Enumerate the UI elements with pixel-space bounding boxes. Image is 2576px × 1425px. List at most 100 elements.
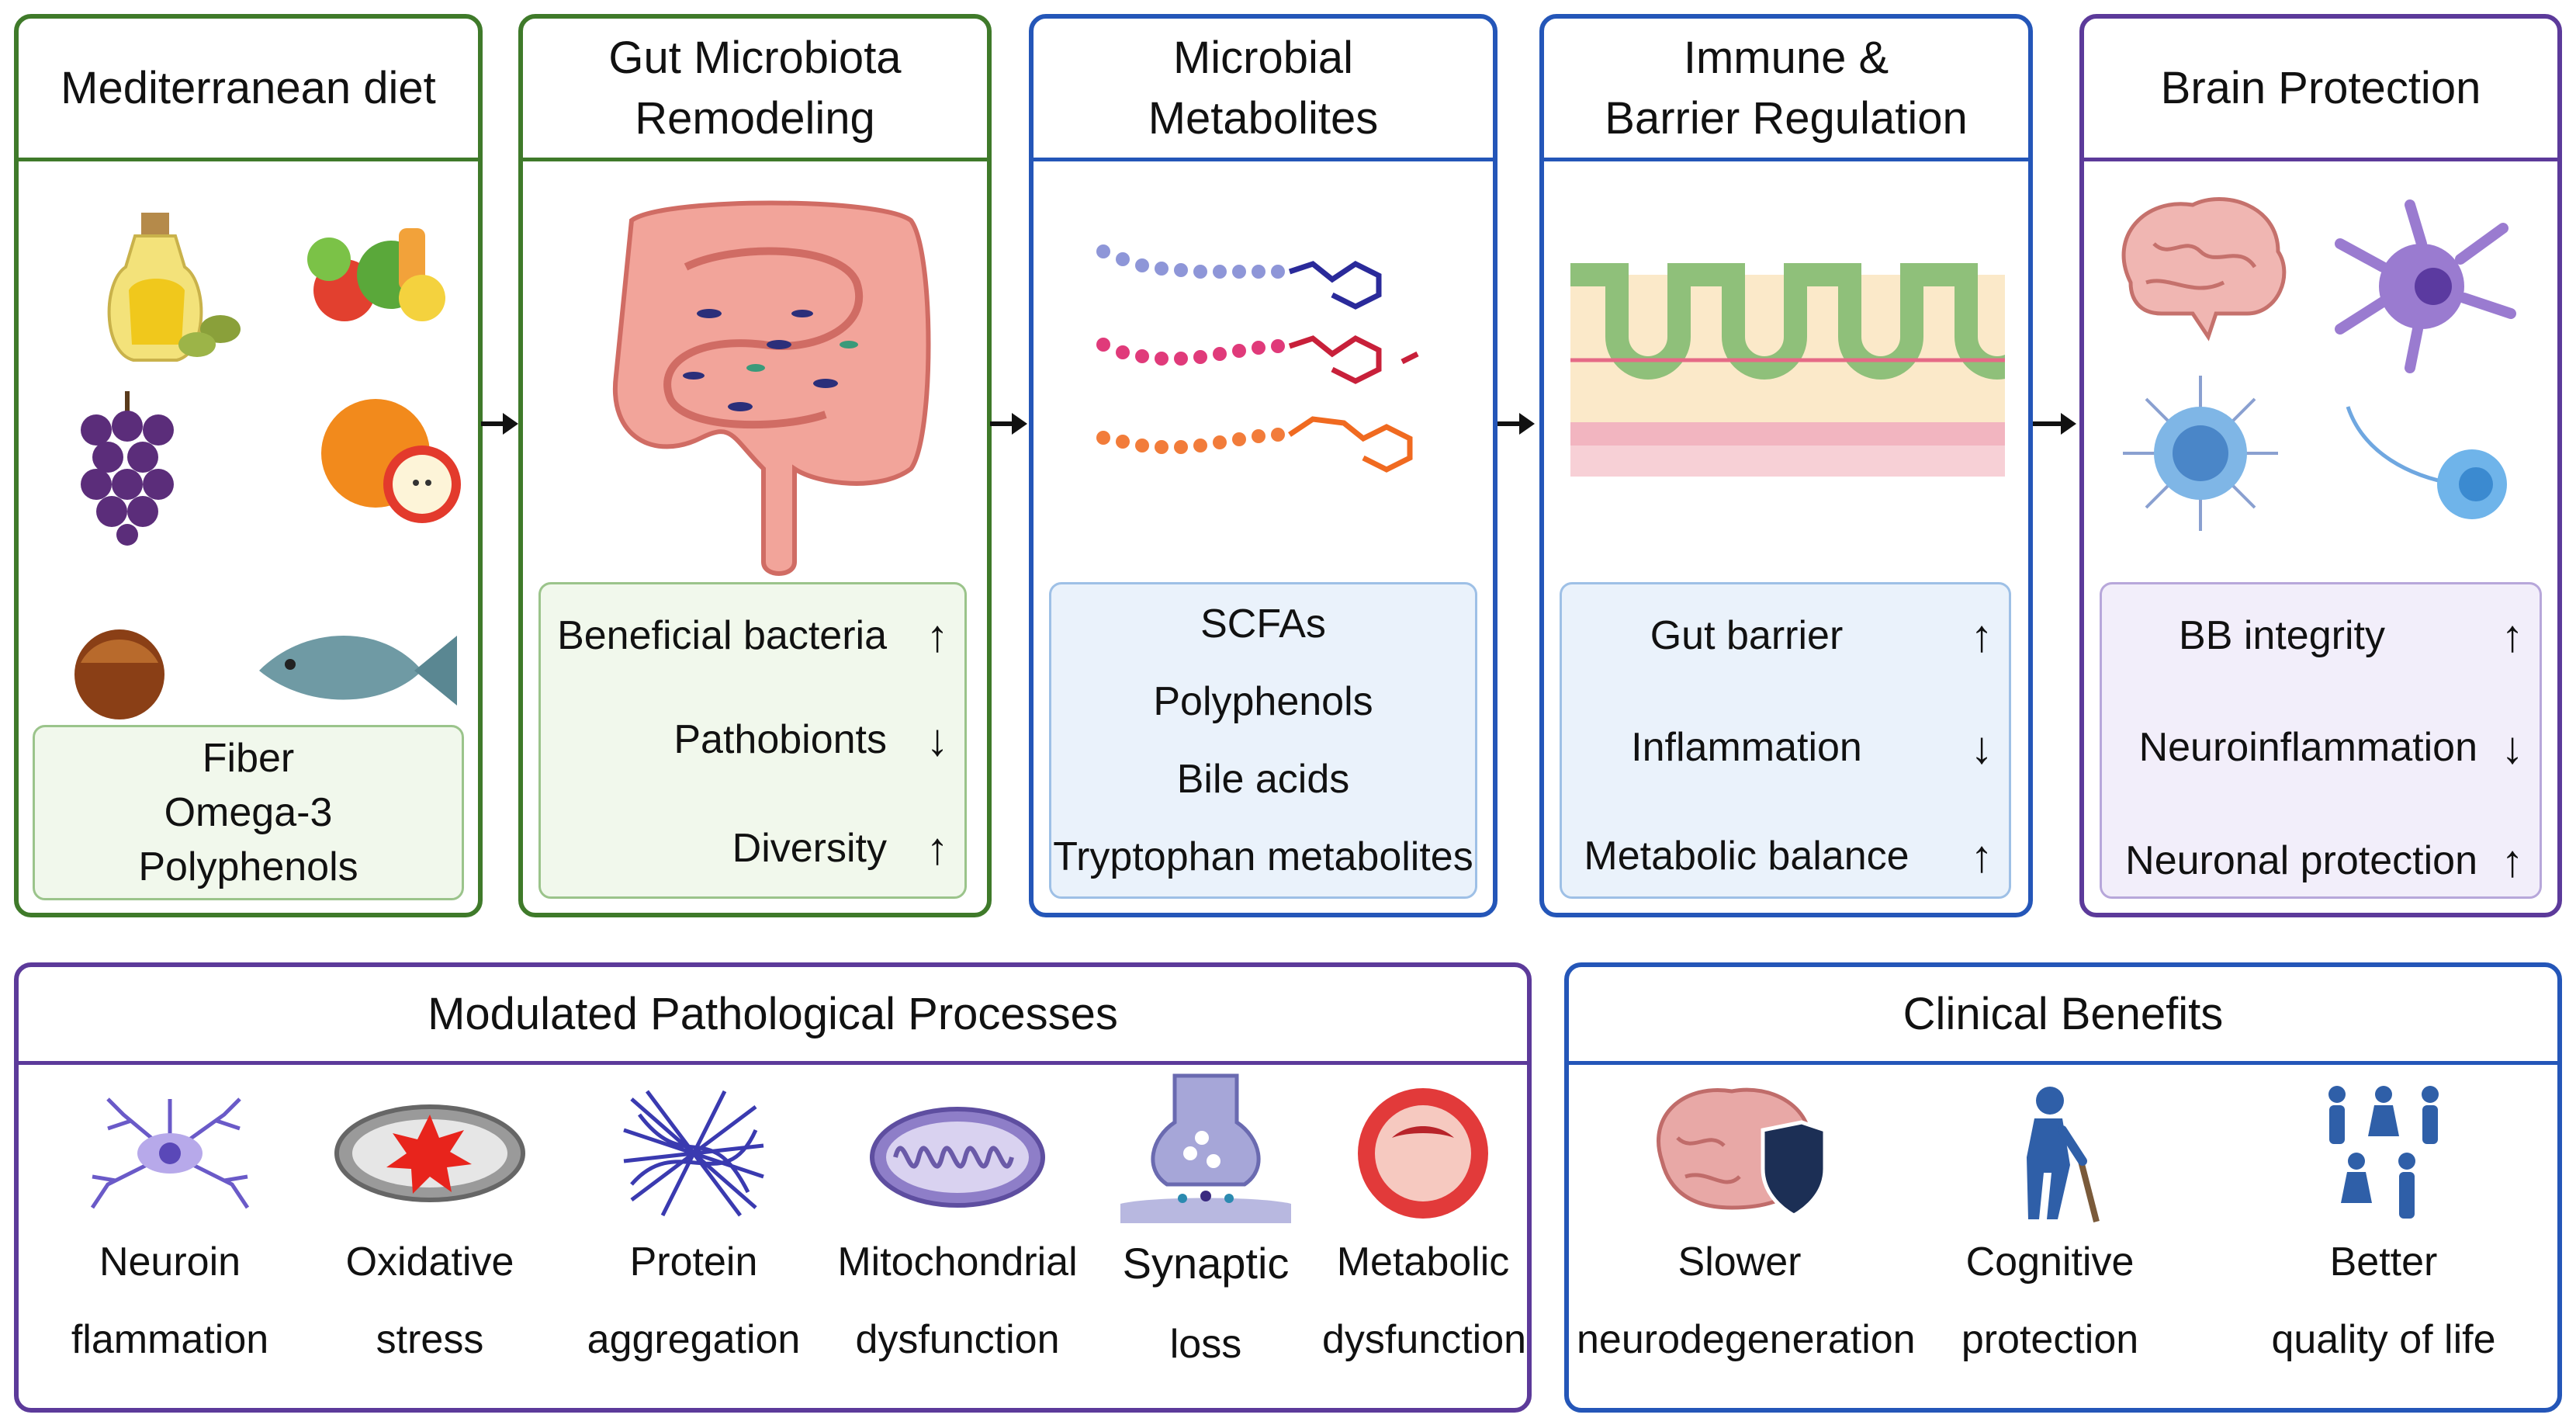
process-label-line1: Protein xyxy=(629,1240,758,1285)
benefit-label-line1: Better xyxy=(2329,1240,2438,1285)
row-inflammation: Inflammation ↓ xyxy=(1562,716,2009,778)
flow-arrow-icon xyxy=(2033,413,2076,435)
elderly-person-icon xyxy=(2027,1087,2100,1222)
panel-header: Microbial Metabolites xyxy=(1034,19,1493,161)
process-label-line2: dysfunction xyxy=(1322,1317,1527,1362)
blood-vessel-icon xyxy=(1358,1088,1488,1219)
process-label-line2: aggregation xyxy=(587,1317,801,1362)
process-label-line1: Oxidative xyxy=(345,1240,514,1285)
panel-header: Clinical Benefits xyxy=(1569,967,2557,1065)
arrow-up-icon: ↑ xyxy=(2501,610,2524,661)
row-neuroinflammation: Neuroinflammation ↓ xyxy=(2102,716,2540,778)
panel-title-line2: Metabolites xyxy=(1148,92,1379,144)
row-pathobionts: Pathobionts ↓ xyxy=(541,709,964,771)
row-neuronal-protection: Neuronal protection ↑ xyxy=(2102,830,2540,892)
row-label: Neuroinflammation xyxy=(2138,725,2477,770)
metabolite-bile-acids: Bile acids xyxy=(1176,757,1350,802)
protein-tangle-icon xyxy=(623,1090,764,1217)
metabolite-polyphenols: Polyphenols xyxy=(1153,679,1373,724)
row-label: Gut barrier xyxy=(1650,613,1844,658)
panel-clinical-benefits: Clinical Benefits Slower neurodegenerati… xyxy=(1564,962,2562,1413)
microglia-icon xyxy=(2335,199,2516,373)
panel-title-line1: Microbial xyxy=(1172,32,1354,83)
process-mitochondrial-dysfunction: Mitochondrial dysfunction xyxy=(826,1083,1089,1378)
panel-header: Brain Protection xyxy=(2084,19,2557,161)
panel-header: Gut Microbiota Remodeling xyxy=(523,19,987,161)
orange-apple-icon xyxy=(321,399,461,523)
benefit-label-line2: neurodegeneration xyxy=(1577,1317,1916,1362)
nutrient-fiber: Fiber xyxy=(202,736,295,781)
metabolite-molecules-icon xyxy=(1096,244,1419,473)
process-label-line1: Neuroin xyxy=(99,1240,241,1285)
people-group-icon xyxy=(2328,1086,2439,1219)
brain-shield-icon xyxy=(1657,1087,1827,1218)
intestine-icon xyxy=(612,200,931,576)
oxidative-mitochondrion-icon xyxy=(334,1104,525,1202)
row-label: Diversity xyxy=(732,826,887,871)
process-synaptic-loss: Synaptic loss xyxy=(1105,1068,1307,1385)
brain-changes-box: BB integrity ↑ Neuroinflammation ↓ Neuro… xyxy=(2100,582,2542,899)
row-label: Inflammation xyxy=(1631,725,1862,770)
panel-pathological-processes: Modulated Pathological Processes Neuroin… xyxy=(14,962,1532,1413)
row-label: Metabolic balance xyxy=(1584,834,1909,879)
gut-barrier-icon xyxy=(1570,263,2005,477)
neuron-icon xyxy=(90,1097,250,1209)
panel-title: Modulated Pathological Processes xyxy=(428,988,1118,1039)
row-label: Pathobionts xyxy=(673,717,887,762)
nutrient-polyphenols: Polyphenols xyxy=(138,844,358,889)
flow-arrow-icon xyxy=(481,413,518,435)
row-bb-integrity: BB integrity ↑ xyxy=(2102,605,2540,667)
panel-title: Clinical Benefits xyxy=(1903,988,2224,1039)
process-metabolic-dysfunction: Metabolic dysfunction xyxy=(1322,1083,1527,1378)
process-label-line2: flammation xyxy=(71,1317,269,1362)
process-label-line2: dysfunction xyxy=(855,1317,1060,1362)
arrow-up-icon: ↑ xyxy=(2501,835,2524,886)
hazelnut-icon xyxy=(74,629,164,719)
row-diversity: Diversity ↑ xyxy=(541,817,964,879)
olive-oil-icon xyxy=(107,213,241,362)
synapse-icon xyxy=(1120,1073,1291,1223)
row-beneficial-bacteria: Beneficial bacteria ↑ xyxy=(541,605,964,667)
panel-header: Mediterranean diet xyxy=(19,19,478,161)
arrow-up-icon: ↑ xyxy=(926,610,949,661)
metabolite-tryptophan: Tryptophan metabolites xyxy=(1053,834,1473,879)
arrow-up-icon: ↑ xyxy=(1970,610,1993,661)
panel-title: Mediterranean diet xyxy=(61,62,436,113)
fish-icon xyxy=(259,636,457,706)
nutrients-box: Fiber Omega-3 Polyphenols xyxy=(33,725,464,900)
panel-title-line2: Barrier Regulation xyxy=(1605,92,1968,144)
row-metabolic-balance: Metabolic balance ↑ xyxy=(1562,825,2009,887)
panel-title: Brain Protection xyxy=(2160,62,2481,113)
arrow-up-icon: ↑ xyxy=(1970,830,1993,882)
panel-title-line1: Gut Microbiota xyxy=(608,32,902,83)
arrow-down-icon: ↓ xyxy=(2501,722,2524,773)
benefit-slower-neurodegeneration: Slower neurodegeneration xyxy=(1577,1083,1916,1378)
row-label: Neuronal protection xyxy=(2125,838,2477,883)
panel-gut-microbiota: Gut Microbiota Remodeling Beneficial bac… xyxy=(518,14,992,917)
process-label-line1: Synaptic xyxy=(1122,1239,1290,1288)
process-label-line1: Mitochondrial xyxy=(837,1240,1078,1285)
arrow-down-icon: ↓ xyxy=(1970,722,1993,773)
brain-icon xyxy=(2121,197,2287,342)
panel-header: Immune & Barrier Regulation xyxy=(1544,19,2028,161)
immune-cell-icon xyxy=(2123,376,2278,531)
arrow-down-icon: ↓ xyxy=(926,714,949,765)
microbiota-changes-box: Beneficial bacteria ↑ Pathobionts ↓ Dive… xyxy=(538,582,967,899)
benefit-cognitive-protection: Cognitive protection xyxy=(1934,1083,2166,1378)
benefit-label-line1: Cognitive xyxy=(1965,1240,2135,1285)
panel-immune-barrier: Immune & Barrier Regulation Gut barrier … xyxy=(1539,14,2033,917)
flow-arrow-icon xyxy=(1497,413,1535,435)
immune-changes-box: Gut barrier ↑ Inflammation ↓ Metabolic b… xyxy=(1560,582,2011,899)
panel-title-line1: Immune & xyxy=(1683,32,1889,83)
arrow-up-icon: ↑ xyxy=(926,823,949,874)
process-label-line2: stress xyxy=(376,1317,484,1362)
row-gut-barrier: Gut barrier ↑ xyxy=(1562,605,2009,667)
process-protein-aggregation: Protein aggregation xyxy=(577,1083,810,1378)
benefit-label-line2: protection xyxy=(1961,1317,2139,1362)
row-label: Beneficial bacteria xyxy=(557,613,887,658)
process-label-line1: Metabolic xyxy=(1336,1240,1510,1285)
process-oxidative-stress: Oxidative stress xyxy=(313,1083,546,1378)
metabolite-scfas: SCFAs xyxy=(1200,602,1326,647)
row-label: BB integrity xyxy=(2179,613,2385,658)
benefit-label-line1: Slower xyxy=(1678,1240,1802,1285)
